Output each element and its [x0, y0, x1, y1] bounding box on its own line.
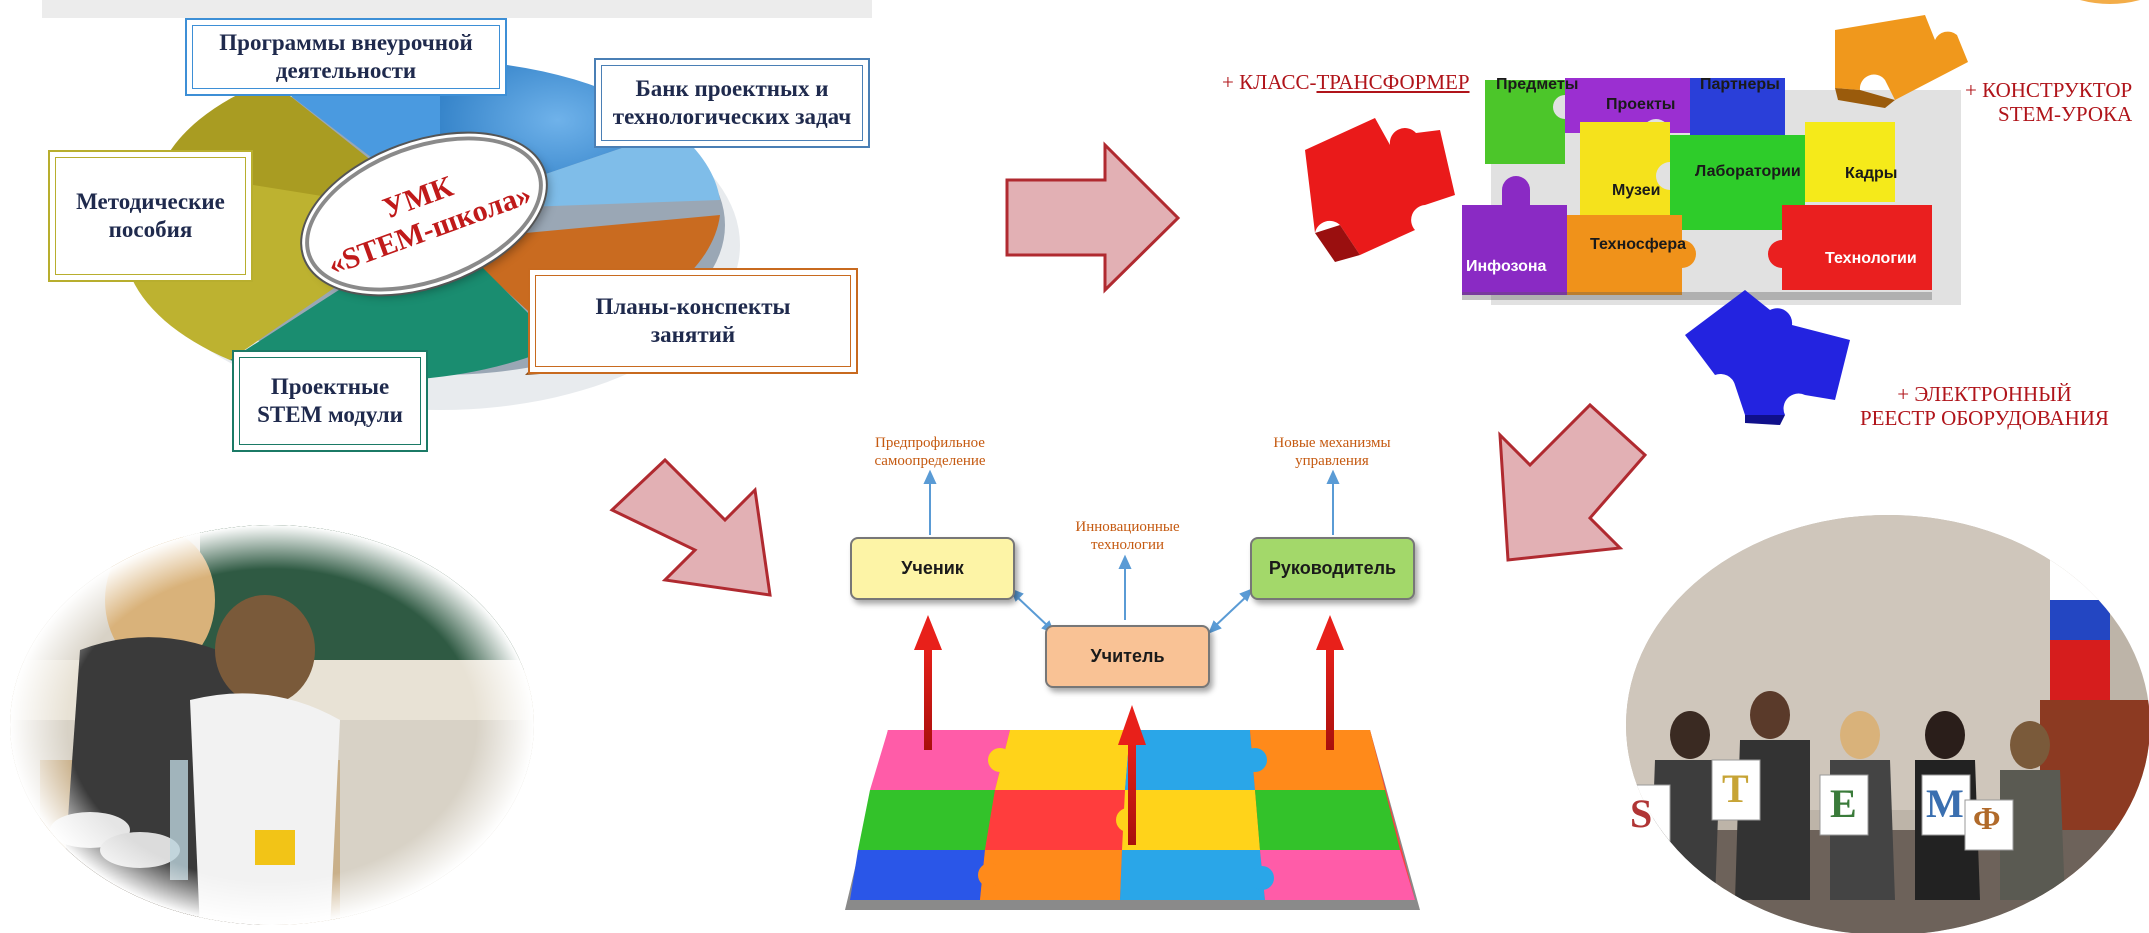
box-methodical-manuals-text: Методические пособия: [76, 189, 225, 242]
arrow-down-right: [609, 457, 772, 597]
piece-staff: Кадры: [1845, 165, 1898, 182]
photo-ceremony: [1626, 515, 2149, 933]
label-innovative: Инновационные технологии: [1075, 519, 1180, 553]
photo-letter-e: E: [1830, 781, 1857, 826]
label-mechanisms: Новые механизмы управления: [1273, 435, 1391, 469]
box-extracurricular-programs: Программы внеурочной деятельности: [185, 18, 507, 96]
piece-partners: Партнеры: [1700, 76, 1780, 93]
registry-label: + ЭЛЕКТРОННЫЙ РЕЕСТР ОБОРУДОВАНИЯ: [1860, 382, 2109, 430]
photo-letter-f: Ф: [1973, 800, 2001, 836]
puzzle-cluster: [1462, 78, 1961, 305]
red-arrows: [914, 615, 1344, 845]
box-stem-modules-text: Проектные STEM модули: [257, 374, 403, 427]
photo-letter-s: S: [1630, 791, 1653, 836]
node-student: Ученик: [850, 537, 1015, 600]
label-preprofile: Предпрофильное самоопределение: [874, 435, 986, 469]
puzzle-piece-red: [1305, 118, 1455, 262]
photo-letter-t: T: [1722, 766, 1749, 811]
piece-projects: Проекты: [1606, 96, 1676, 113]
piece-technosphere: Техносфера: [1590, 236, 1687, 253]
box-methodical-manuals: Методические пособия: [48, 150, 253, 282]
arrow-down-left: [1498, 402, 1648, 562]
piece-museums: Музеи: [1612, 182, 1661, 199]
box-project-bank: Банк проектных и технологических задач: [594, 58, 870, 148]
piece-labs: Лаборатории: [1695, 163, 1801, 180]
puzzle-piece-orange: [1835, 15, 1968, 108]
box-lesson-plans-text: Планы-конспекты занятий: [595, 294, 791, 347]
photo-classroom: [10, 525, 534, 925]
class-transformer-label: + КЛАСС-ТРАНСФОРМЕР: [1222, 70, 1470, 94]
box-project-bank-text: Банк проектных и технологических задач: [612, 76, 852, 129]
node-manager: Руководитель: [1250, 537, 1415, 600]
constructor-label: + КОНСТРУКТОР STEM-УРОКА: [1965, 78, 2133, 126]
piece-infozone: Инфозона: [1466, 258, 1547, 275]
piece-technologies: Технологии: [1825, 250, 1917, 267]
box-extracurricular-programs-text: Программы внеурочной деятельности: [219, 30, 473, 83]
arrow-right: [1005, 141, 1181, 294]
puzzle-piece-blue: [1685, 290, 1850, 425]
box-lesson-plans: Планы-конспекты занятий: [528, 268, 858, 374]
node-teacher: Учитель: [1045, 625, 1210, 688]
photo-letter-m: M: [1926, 781, 1964, 826]
box-stem-modules: Проектные STEM модули: [232, 350, 428, 452]
piece-subjects: Предметы: [1496, 76, 1579, 93]
